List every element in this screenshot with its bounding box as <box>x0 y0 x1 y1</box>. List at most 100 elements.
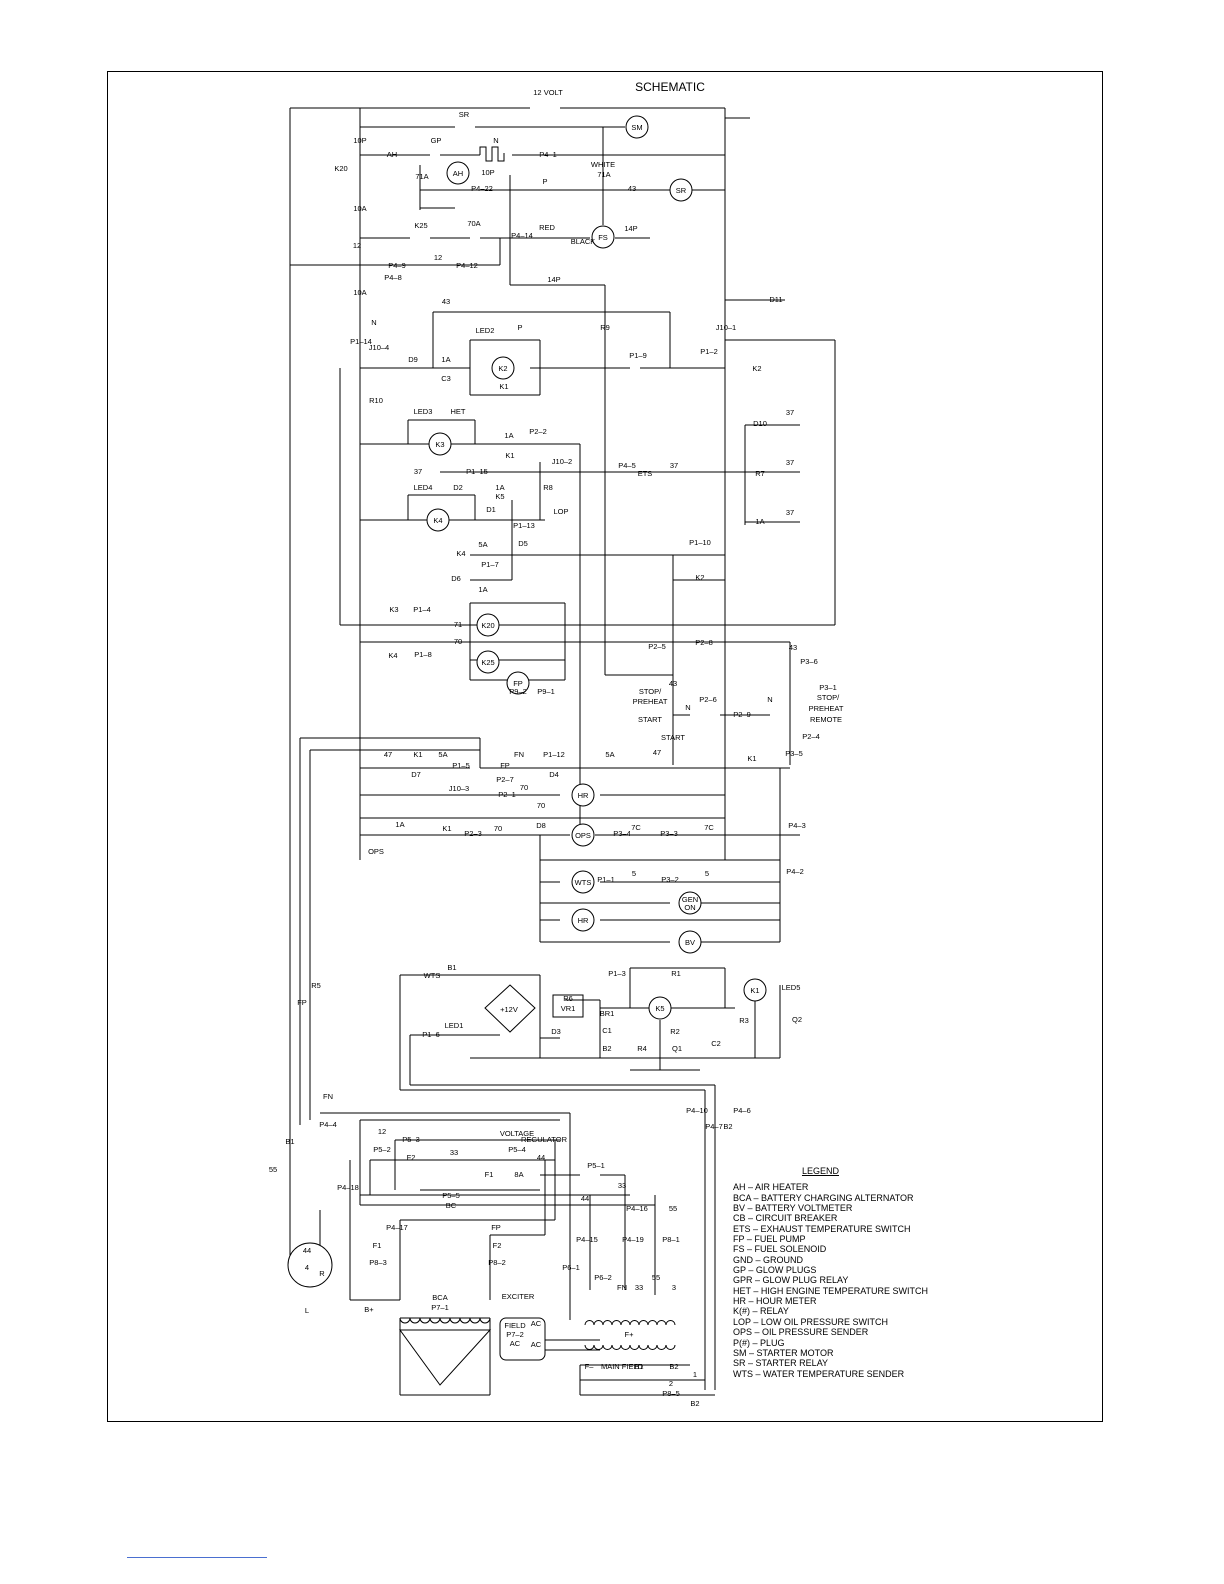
wire-label: BC <box>446 1201 457 1210</box>
wire-label: 70 <box>494 824 502 833</box>
wire-label: C2 <box>711 1039 721 1048</box>
legend-item: ETS – EXHAUST TEMPERATURE SWITCH <box>733 1223 911 1234</box>
footer-link-underline[interactable] <box>127 1557 267 1559</box>
wire-label: P2–6 <box>699 695 717 704</box>
wire-label: D11 <box>769 295 782 304</box>
component-label: GEN <box>682 895 698 904</box>
wire-label: R10 <box>369 396 383 405</box>
wire-label: C1 <box>602 1026 612 1035</box>
wire-label: P1–1 <box>597 875 615 884</box>
wire-label: F– <box>585 1362 595 1371</box>
wire-label: P8–3 <box>369 1258 387 1267</box>
legend-item: BCA – BATTERY CHARGING ALTERNATOR <box>733 1192 914 1203</box>
wire-label: P1–12 <box>543 750 565 759</box>
wire-label: D3 <box>551 1027 561 1036</box>
wire-label: K20 <box>334 164 347 173</box>
legend-item: CB – CIRCUIT BREAKER <box>733 1213 838 1224</box>
wire-label: P4–14 <box>511 231 533 240</box>
wire-label: R5 <box>311 981 321 990</box>
wire-label: P8–1 <box>662 1235 680 1244</box>
wire-label: FN <box>323 1092 333 1101</box>
wire-label: 37 <box>786 458 794 467</box>
wire-label: 71 <box>454 620 462 629</box>
wire-label: P4–15 <box>576 1235 598 1244</box>
wire-label: HET <box>451 407 466 416</box>
wire-label: P2–9 <box>733 710 751 719</box>
wire-label: F1 <box>485 1170 494 1179</box>
wire-label: 37 <box>786 508 794 517</box>
wire-label: 14P <box>547 275 560 284</box>
wire-label: EXCITER <box>502 1292 535 1301</box>
wire-label: WTS <box>424 971 441 980</box>
wire-label: 55 <box>669 1204 677 1213</box>
wire-label: P6–1 <box>562 1263 580 1272</box>
wire-label: 10A <box>353 204 366 213</box>
wire-label: P1–13 <box>513 521 535 530</box>
wire-label: P8–2 <box>488 1258 506 1267</box>
wire-label: P3–3 <box>660 829 678 838</box>
wire-label: L <box>305 1306 309 1315</box>
wire-label: P2–2 <box>529 427 547 436</box>
wire-label: P1–2 <box>700 347 718 356</box>
wire-label: P1–10 <box>689 538 711 547</box>
wire-label: P1–8 <box>414 650 432 659</box>
wire-label: D10 <box>753 419 767 428</box>
wire-label: VR1 <box>561 1004 576 1013</box>
wire-label: P4–2 <box>786 867 804 876</box>
wire-label: P1–9 <box>629 351 647 360</box>
wire-label: K1 <box>747 754 756 763</box>
wire-label: PREHEAT <box>633 697 668 706</box>
wire-label: P3–1 <box>819 683 837 692</box>
wire-label: 55 <box>269 1165 277 1174</box>
wire-label: 70 <box>520 783 528 792</box>
wire-label: J10–3 <box>449 784 469 793</box>
wire-label: B+ <box>364 1305 374 1314</box>
wire-label: 5 <box>705 869 709 878</box>
wire-label: SR <box>459 110 470 119</box>
legend-item: SR – STARTER RELAY <box>733 1358 829 1369</box>
wire-label: AC <box>531 1319 542 1328</box>
wire-label: P1–4 <box>413 605 431 614</box>
wire-label: D9 <box>408 355 418 364</box>
wire-label: K5 <box>495 492 504 501</box>
wire-label: P9–2 <box>509 687 527 696</box>
wire-label: START <box>638 715 662 724</box>
wire-label: F+ <box>625 1330 635 1339</box>
wire-label: P1–14 <box>350 337 372 346</box>
wire-label: D7 <box>411 770 421 779</box>
wire-label: FP <box>500 761 510 770</box>
wire-label: START <box>661 733 685 742</box>
wire-label: P5–3 <box>402 1135 420 1144</box>
wire-label: P3–4 <box>613 829 631 838</box>
wire-label: STOP/ <box>817 693 840 702</box>
wire-label: STOP/ <box>639 687 662 696</box>
wire-label: 12 <box>353 241 361 250</box>
wire-label: 8A <box>514 1170 523 1179</box>
wire-label: FN <box>617 1283 627 1292</box>
wire-label: 5A <box>438 750 447 759</box>
wire-label: P4–16 <box>626 1204 648 1213</box>
wire-label: P1–7 <box>481 560 499 569</box>
wire-label: D8 <box>536 821 546 830</box>
wire-label: D5 <box>518 539 528 548</box>
wire-label: D6 <box>451 574 461 583</box>
legend-item: WTS – WATER TEMPERATURE SENDER <box>733 1368 905 1379</box>
wire-label: P2–8 <box>695 638 713 647</box>
wire-label: F2 <box>493 1241 502 1250</box>
wire-label: 10A <box>353 288 366 297</box>
component-k2: K2 <box>491 356 515 380</box>
wire-label: P7–2 <box>506 1330 524 1339</box>
wire-label: D4 <box>549 770 559 779</box>
wire-label: K25 <box>414 221 427 230</box>
component-label: SR <box>676 186 687 195</box>
component-label: BV <box>685 938 695 947</box>
wire-label: FP <box>491 1223 501 1232</box>
wire-label: 33 <box>635 1283 643 1292</box>
wire-label: 44 <box>581 1194 589 1203</box>
wire-label: P2–3 <box>464 829 482 838</box>
wire-label: +12V <box>500 1005 518 1014</box>
component-label: HR <box>578 916 589 925</box>
wire-label: 7C <box>631 823 641 832</box>
wire-label: 12 <box>378 1127 386 1136</box>
